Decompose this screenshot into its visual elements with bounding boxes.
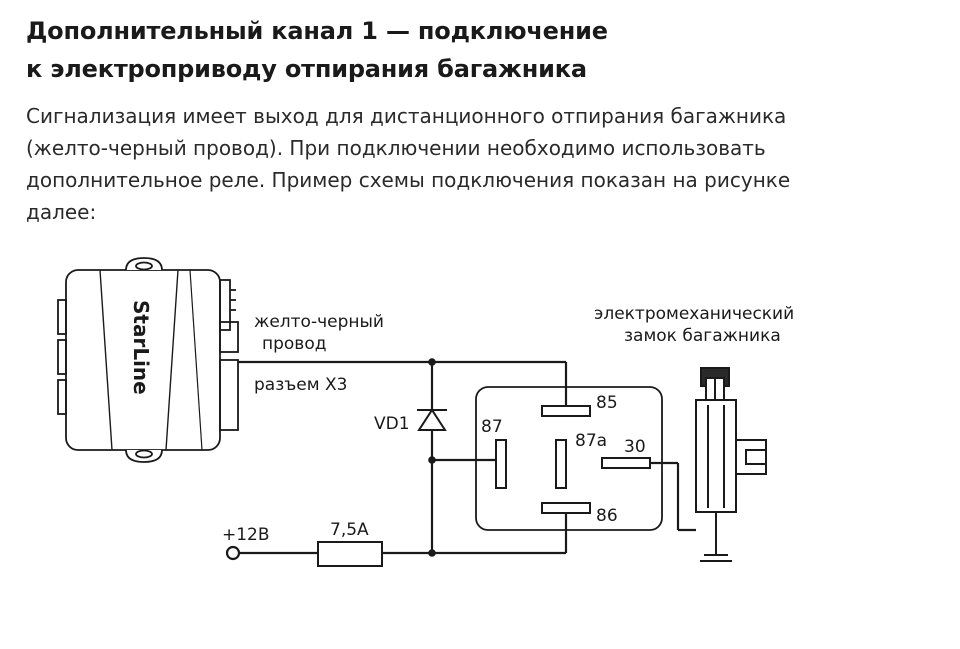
fuse-label: 7,5А bbox=[330, 520, 369, 540]
relay-pin-85-label: 85 bbox=[596, 393, 618, 413]
relay-pin-87a-label: 87а bbox=[575, 431, 607, 451]
description-line-4: далее: bbox=[26, 200, 97, 224]
lock-label-line-1: электромеханический bbox=[594, 304, 794, 324]
lock-label-line-2: замок багажника bbox=[624, 326, 781, 346]
relay-pin-87-label: 87 bbox=[481, 417, 503, 437]
relay-pin-30 bbox=[601, 457, 651, 469]
power-label: +12В bbox=[222, 525, 270, 545]
alarm-unit bbox=[57, 257, 239, 463]
wires bbox=[238, 360, 696, 555]
relay-housing bbox=[475, 386, 663, 531]
relay-pin-87a bbox=[555, 439, 567, 489]
description-paragraph: Сигнализация имеет выход для дистанционн… bbox=[26, 100, 926, 228]
description-line-1: Сигнализация имеет выход для дистанционн… bbox=[26, 104, 787, 128]
relay-pin-86-label: 86 bbox=[596, 506, 618, 526]
heading-line-1: Дополнительный канал 1 — подключение bbox=[26, 17, 608, 45]
alarm-unit-brand: StarLine bbox=[129, 300, 153, 395]
relay-pin-85 bbox=[541, 405, 591, 417]
diode-label: VD1 bbox=[374, 414, 410, 434]
description-line-3: дополнительное реле. Пример схемы подклю… bbox=[26, 168, 791, 192]
heading-line-2: к электроприводу отпирания багажника bbox=[26, 55, 587, 83]
diode-symbol bbox=[417, 408, 447, 431]
wire-label-line-2: провод bbox=[262, 334, 326, 354]
relay-pins bbox=[495, 405, 651, 514]
fuse-symbol bbox=[317, 541, 383, 567]
relay-pin-30-label: 30 bbox=[624, 437, 646, 457]
description-line-2: (желто-черный провод). При подключении н… bbox=[26, 136, 766, 160]
section-heading: Дополнительный канал 1 — подключение к э… bbox=[26, 12, 926, 88]
trunk-lock-actuator bbox=[695, 367, 767, 562]
power-terminal bbox=[225, 545, 241, 561]
relay-pin-87 bbox=[495, 439, 507, 489]
wire-junctions bbox=[428, 358, 436, 557]
wire-label-line-1: желто-черный bbox=[254, 312, 384, 332]
relay-pin-86 bbox=[541, 502, 591, 514]
connector-label: разъем Х3 bbox=[254, 375, 347, 395]
